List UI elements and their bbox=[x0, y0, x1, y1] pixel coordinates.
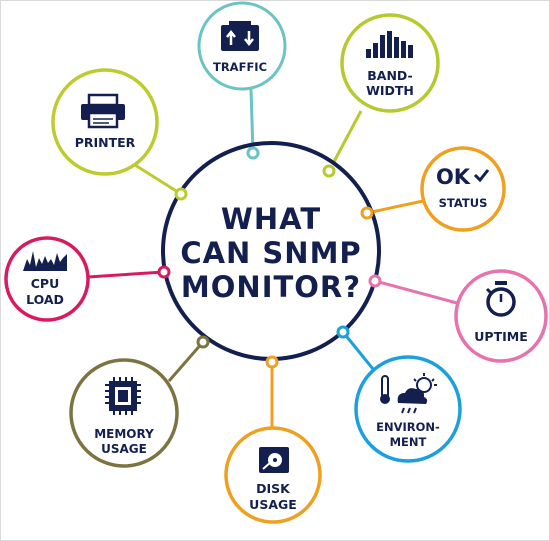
center-title-line-3: MONITOR? bbox=[181, 270, 361, 304]
dot-cpu bbox=[157, 265, 171, 279]
dot-printer bbox=[174, 187, 188, 201]
dot-traffic bbox=[246, 146, 260, 160]
node-printer: PRINTER bbox=[51, 68, 159, 176]
chip-icon bbox=[105, 377, 141, 415]
junction-dots bbox=[157, 146, 382, 369]
label-disk-2: USAGE bbox=[249, 497, 297, 512]
dot-bandwidth bbox=[322, 164, 336, 178]
dot-memory bbox=[196, 335, 210, 349]
label-traffic: TRAFFIC bbox=[213, 60, 267, 74]
connector-environment bbox=[341, 331, 375, 370]
node-environment: ENVIRON- MENT bbox=[354, 355, 462, 463]
bandwidth-icon bbox=[366, 31, 413, 58]
connector-traffic bbox=[249, 88, 255, 154]
label-status: STATUS bbox=[439, 196, 488, 210]
center-title-line-1: WHAT bbox=[221, 202, 321, 236]
label-bandwidth-2: WIDTH bbox=[366, 83, 414, 98]
connector-memory bbox=[167, 341, 205, 382]
connector-printer bbox=[134, 163, 182, 196]
cpu-graph-icon bbox=[23, 251, 67, 271]
node-bandwidth: BAND- WIDTH bbox=[340, 13, 440, 113]
center-hub: WHAT CAN SNMP MONITOR? bbox=[161, 141, 381, 361]
connector-uptime bbox=[374, 279, 458, 305]
connector-bandwidth bbox=[327, 110, 363, 172]
label-memory-1: MEMORY bbox=[94, 427, 154, 441]
label-disk-1: DISK bbox=[256, 481, 291, 496]
node-traffic: TRAFFIC bbox=[197, 1, 287, 91]
traffic-icon bbox=[221, 21, 259, 51]
center-title-line-2: CAN SNMP bbox=[180, 236, 361, 270]
label-bandwidth-1: BAND- bbox=[367, 68, 412, 83]
node-disk-usage: DISK USAGE bbox=[224, 426, 322, 524]
weather-icon bbox=[380, 373, 437, 414]
dot-status bbox=[360, 206, 374, 220]
connector-status bbox=[366, 199, 424, 215]
label-cpu-1: CPU bbox=[31, 276, 60, 291]
label-environment-2: MENT bbox=[390, 435, 427, 449]
label-environment-1: ENVIRON- bbox=[376, 420, 440, 434]
dot-environment bbox=[336, 325, 350, 339]
label-cpu-2: LOAD bbox=[26, 292, 64, 307]
printer-icon bbox=[81, 93, 125, 129]
label-memory-2: USAGE bbox=[101, 442, 147, 456]
node-uptime: UPTIME bbox=[454, 269, 548, 363]
node-memory-usage: MEMORY USAGE bbox=[69, 358, 179, 468]
label-uptime: UPTIME bbox=[474, 329, 527, 344]
stopwatch-icon bbox=[485, 281, 516, 317]
connector-cpu bbox=[87, 270, 165, 279]
status-ok-text: OK bbox=[436, 165, 471, 189]
dot-disk bbox=[265, 355, 279, 369]
checkmark-icon bbox=[473, 169, 490, 183]
hard-disk-icon bbox=[259, 447, 289, 473]
label-printer: PRINTER bbox=[75, 135, 136, 150]
node-cpu-load: CPU LOAD bbox=[4, 236, 90, 322]
node-status: OK STATUS bbox=[420, 146, 506, 232]
connectors bbox=[87, 88, 458, 435]
dot-uptime bbox=[368, 274, 382, 288]
